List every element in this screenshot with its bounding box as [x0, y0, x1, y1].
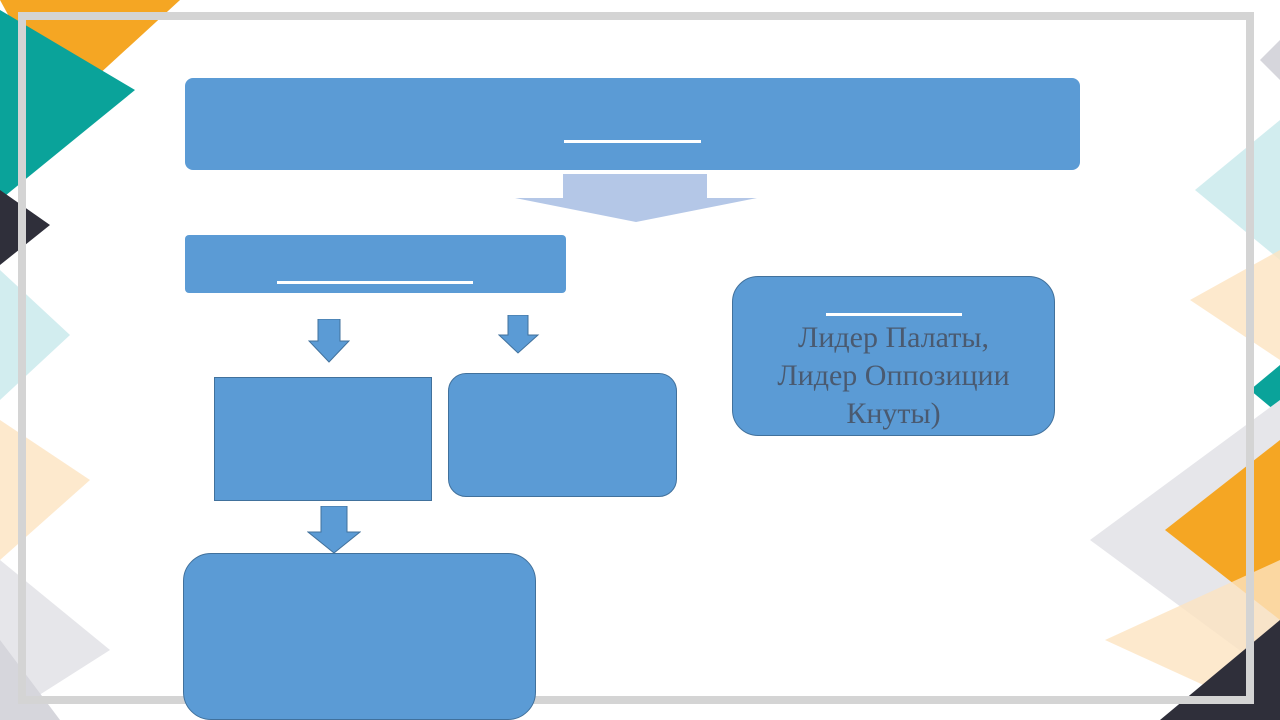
- right-box-line-3: Кнуты): [846, 397, 941, 430]
- right-box-line-2: Лидер Оппозиции: [777, 359, 1010, 392]
- right-rounded-box: Лидер Палаты, Лидер Оппозиции Кнуты): [732, 276, 1055, 436]
- top-banner-box: [185, 78, 1080, 170]
- right-box-underline: [826, 313, 962, 316]
- down-arrow-right: [498, 315, 540, 354]
- bottom-rounded-box: [183, 553, 536, 720]
- left-header-box: [185, 235, 566, 293]
- left-header-underline: [277, 281, 473, 284]
- top-banner-underline: [564, 140, 701, 143]
- right-box-text: Лидер Палаты, Лидер Оппозиции Кнуты): [733, 319, 1054, 433]
- big-down-arrow: [515, 174, 757, 222]
- right-box-line-1: Лидер Палаты,: [797, 321, 989, 354]
- left-square-box: [214, 377, 432, 501]
- down-arrow-bottom: [307, 506, 361, 554]
- down-arrow-left: [308, 319, 350, 363]
- middle-rounded-box: [448, 373, 677, 497]
